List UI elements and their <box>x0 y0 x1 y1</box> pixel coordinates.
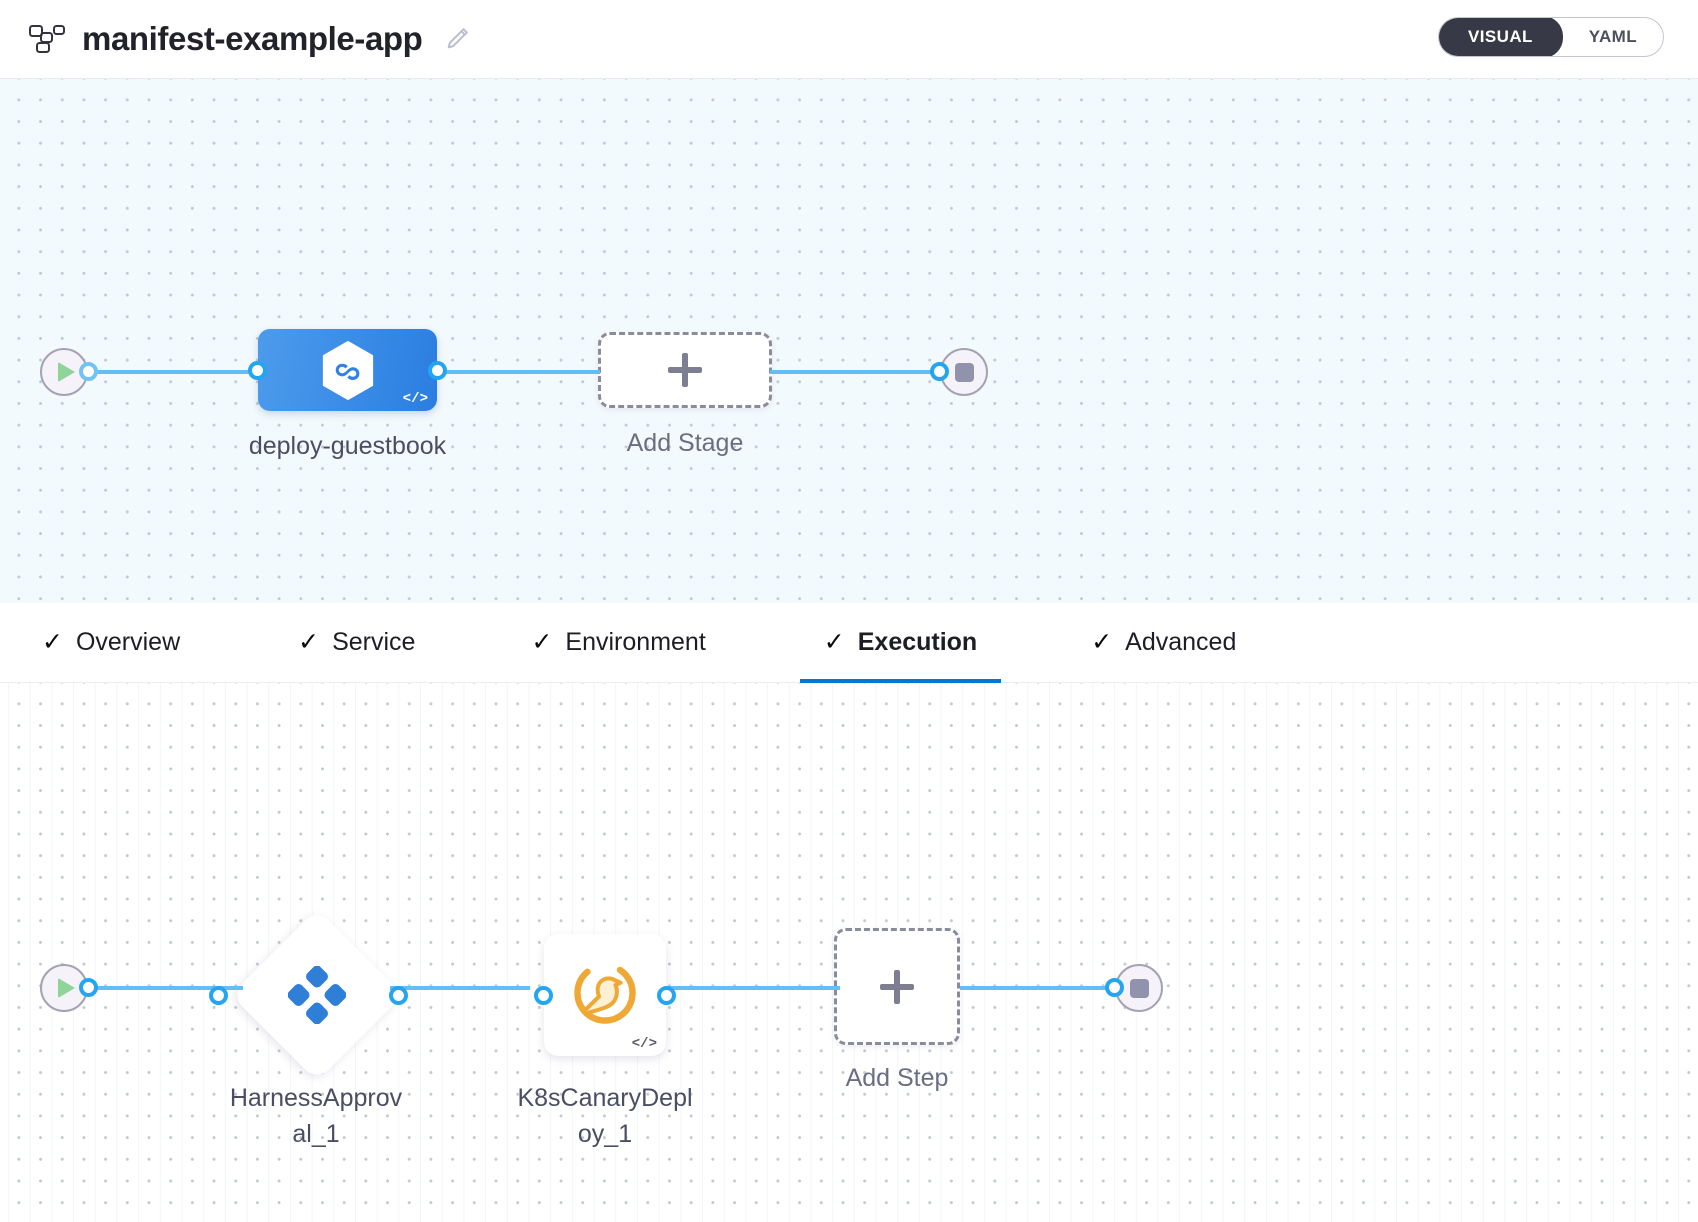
tab-service-label: Service <box>332 628 416 656</box>
stage-canvas[interactable]: </> deploy-guestbook Add Stage <box>0 79 1698 603</box>
approval-label-line2: al_1 <box>292 1119 340 1148</box>
edge-canary-to-addstep <box>665 986 840 990</box>
stage-tabs: ✓ Overview ✓ Service ✓ Environment ✓ Exe… <box>0 603 1698 683</box>
check-icon: ✓ <box>298 628 320 656</box>
add-stage-label: Add Stage <box>626 429 744 457</box>
stop-icon <box>954 362 974 382</box>
harness-cd-hexagon-icon <box>322 340 373 400</box>
approval-label: HarnessApprov al_1 <box>196 1081 436 1152</box>
start-output-port[interactable] <box>79 362 98 381</box>
start-output-port[interactable] <box>79 978 98 997</box>
play-icon <box>57 978 75 998</box>
plus-icon <box>880 969 914 1004</box>
tab-advanced-label: Advanced <box>1125 628 1237 656</box>
canary-bird-icon <box>572 960 638 1031</box>
stop-icon <box>1129 978 1149 998</box>
check-icon: ✓ <box>42 628 63 656</box>
step-node-k8s-canary-deploy[interactable]: </> K8sCanaryDepl oy_1 <box>517 934 693 1148</box>
page-header: manifest-example-app VISUAL YAML <box>0 0 1698 79</box>
play-icon <box>57 362 75 382</box>
execution-end-node <box>1105 964 1163 1012</box>
edge-start-to-stage <box>88 370 263 374</box>
edge-stage-to-addstage <box>430 370 600 374</box>
header-left-group: manifest-example-app <box>0 20 470 58</box>
stage-label: deploy-guestbook <box>248 432 447 460</box>
add-step-node[interactable]: Add Step <box>834 928 960 1092</box>
tab-environment-label: Environment <box>565 628 706 656</box>
canary-input-port[interactable] <box>534 986 553 1005</box>
code-badge-icon: </> <box>631 1036 657 1052</box>
approval-diamond-card[interactable] <box>230 908 404 1082</box>
approval-input-port[interactable] <box>209 986 228 1005</box>
harness-approval-icon <box>288 966 346 1024</box>
pipeline-icon <box>28 24 66 54</box>
code-badge-icon: </> <box>402 391 428 407</box>
check-icon: ✓ <box>823 628 845 656</box>
canary-label: K8sCanaryDepl oy_1 <box>485 1081 725 1152</box>
stage-input-port[interactable] <box>248 361 267 380</box>
page-title: manifest-example-app <box>82 20 423 57</box>
execution-canvas[interactable]: HarnessApprov al_1 </> K8sCanaryDepl oy_… <box>0 683 1698 1222</box>
edge-approval-to-canary <box>390 986 530 990</box>
toggle-yaml[interactable]: YAML <box>1588 27 1637 46</box>
execution-start-node <box>40 964 98 1012</box>
approval-output-port[interactable] <box>389 986 408 1005</box>
approval-label-line1: HarnessApprov <box>229 1084 403 1112</box>
edge-start-to-approval <box>88 986 243 990</box>
view-mode-toggle[interactable]: VISUAL YAML <box>1438 17 1664 57</box>
stage-card[interactable]: </> <box>258 329 437 411</box>
end-input-port[interactable] <box>930 362 949 381</box>
tab-environment[interactable]: ✓ Environment <box>525 603 711 683</box>
stage-node-deploy-guestbook[interactable]: </> deploy-guestbook <box>248 329 447 460</box>
add-stage-button[interactable] <box>598 332 772 408</box>
tab-execution-label: Execution <box>857 628 978 656</box>
check-icon: ✓ <box>1091 628 1113 656</box>
check-icon: ✓ <box>531 628 553 656</box>
canary-step-card[interactable]: </> <box>544 934 666 1056</box>
stage-start-node <box>40 348 98 396</box>
tab-overview[interactable]: ✓ Overview <box>36 603 186 683</box>
tab-service[interactable]: ✓ Service <box>292 603 421 683</box>
end-input-port[interactable] <box>1105 978 1124 997</box>
tab-advanced[interactable]: ✓ Advanced <box>1085 603 1242 683</box>
add-step-button[interactable] <box>834 928 960 1045</box>
edge-addstage-to-end <box>770 370 945 374</box>
canary-output-port[interactable] <box>657 986 676 1005</box>
canary-label-line2: oy_1 <box>577 1119 633 1148</box>
toggle-visual[interactable]: VISUAL <box>1439 18 1563 56</box>
canary-label-line1: K8sCanaryDepl <box>517 1084 693 1112</box>
tab-overview-label: Overview <box>75 628 181 656</box>
stage-output-port[interactable] <box>428 361 447 380</box>
stage-end-node <box>930 348 988 396</box>
add-step-label: Add Step <box>845 1064 949 1092</box>
step-node-harness-approval[interactable]: HarnessApprov al_1 <box>209 908 408 1148</box>
add-stage-node[interactable]: Add Stage <box>598 332 772 457</box>
plus-icon <box>668 353 702 387</box>
pencil-icon[interactable] <box>444 26 470 52</box>
tab-execution[interactable]: ✓ Execution <box>799 603 1002 683</box>
edge-addstep-to-end <box>960 986 1120 990</box>
